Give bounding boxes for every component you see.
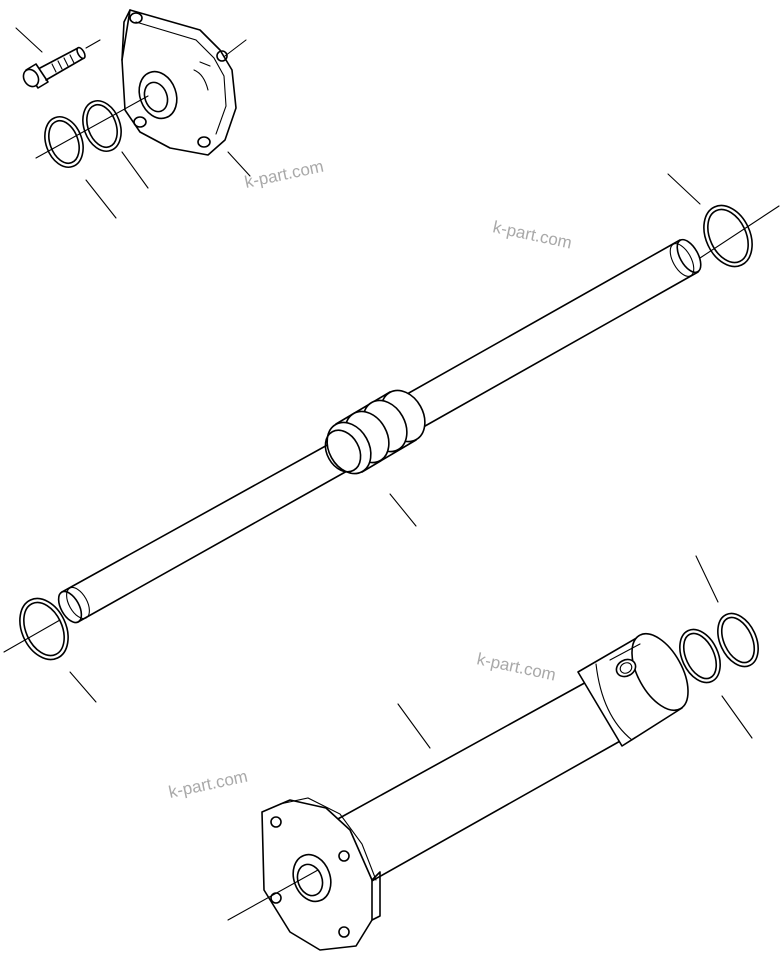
head-flange <box>121 9 237 156</box>
tube-flange <box>261 797 381 951</box>
piston <box>324 389 426 475</box>
watermark: k-part.com <box>167 767 249 802</box>
flange-leader-lines <box>224 39 251 177</box>
ring-axis-line <box>35 95 149 219</box>
tube-o-ring <box>717 612 759 668</box>
tube-leader-line <box>397 703 431 749</box>
piston-leader-line <box>389 493 417 527</box>
watermark: k-part.com <box>491 217 573 252</box>
tube-ring-lines <box>695 555 753 739</box>
watermark: k-part.com <box>243 157 325 192</box>
watermark: k-part.com <box>475 649 557 684</box>
backup-ring-small <box>82 100 122 152</box>
cap-screw <box>22 46 86 89</box>
cylinder-tube <box>335 632 689 883</box>
screw-leader-line <box>15 27 101 53</box>
rod-right-lines <box>667 173 780 259</box>
rod-o-ring-right <box>703 204 753 268</box>
tube-backup-ring <box>679 628 721 684</box>
rod-left-lines <box>3 619 97 703</box>
tube-axis-line <box>227 869 319 921</box>
